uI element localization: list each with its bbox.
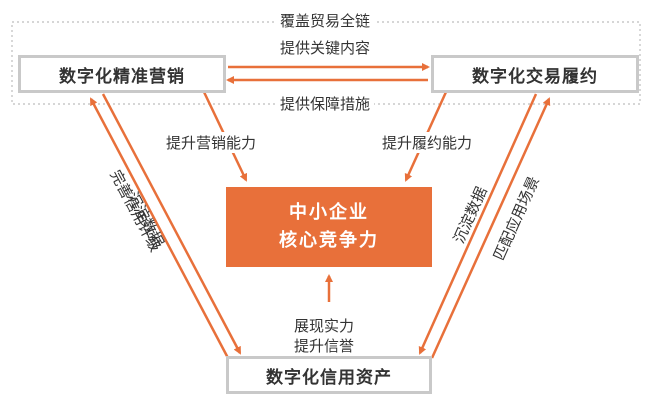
arrow-credit-to-fulfillment <box>430 97 551 359</box>
center-line-2: 核心竞争力 <box>279 230 379 251</box>
arrow-fulfillment-to-credit <box>418 93 538 355</box>
box-digital-marketing-label: 数字化精准营销 <box>59 66 185 87</box>
arrow-credit-to-marketing <box>89 97 230 359</box>
label-provide-content: 提供关键内容 <box>276 37 375 58</box>
center-line-1: 中小企业 <box>289 202 369 223</box>
label-improve-reputation: 提升信誉 <box>294 335 355 356</box>
box-digital-fulfillment-label: 数字化交易履约 <box>472 66 598 87</box>
label-improve-fulfillment: 提升履约能力 <box>382 132 473 153</box>
label-show-strength: 展现实力 <box>294 315 355 336</box>
arrow-marketing-to-credit <box>101 93 242 355</box>
label-provide-guarantee: 提供保障措施 <box>276 93 375 114</box>
box-digital-marketing: 数字化精准营销 <box>18 55 226 93</box>
label-cover-chain: 覆盖贸易全链 <box>276 10 375 31</box>
box-digital-fulfillment: 数字化交易履约 <box>431 55 639 93</box>
label-improve-marketing: 提升营销能力 <box>166 132 257 153</box>
box-digital-credit: 数字化信用资产 <box>226 356 432 394</box>
box-sme-competitiveness: 中小企业 核心竞争力 <box>226 187 432 267</box>
box-digital-credit-label: 数字化信用资产 <box>266 367 392 388</box>
